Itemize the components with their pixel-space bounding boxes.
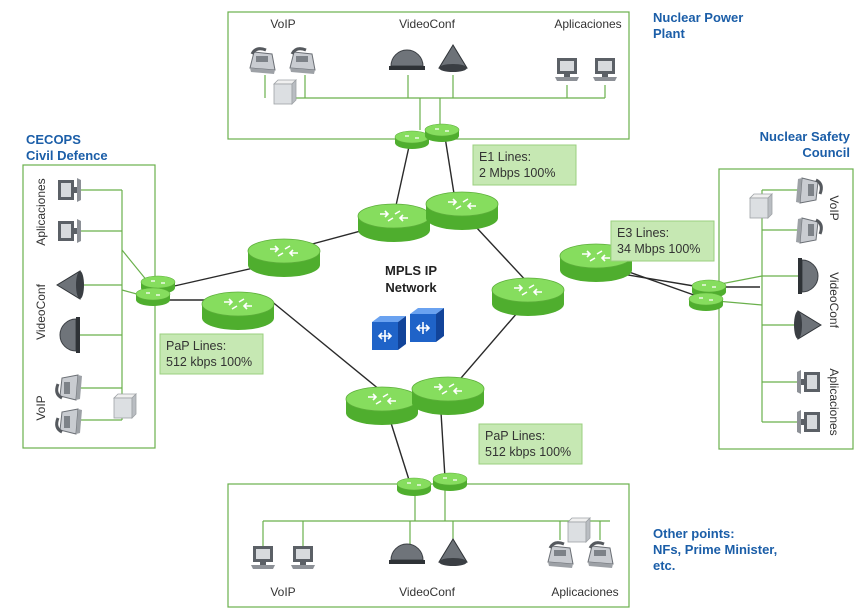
router-edge-bottom-2 xyxy=(432,472,468,492)
core-switch-1-icon xyxy=(371,315,407,351)
site-box-top xyxy=(227,11,630,140)
link-note-top-line2: 2 Mbps 100% xyxy=(479,166,555,180)
router-core-3 xyxy=(247,238,321,278)
router-core-4 xyxy=(201,291,275,331)
server-icon xyxy=(567,517,591,543)
computer-icon xyxy=(797,410,820,434)
service-label-voip: VoIP xyxy=(270,17,295,31)
link-note-right-line1: E3 Lines: xyxy=(617,226,669,240)
site-bottom-label-line2: NFs, Prime Minister, xyxy=(653,542,777,557)
site-box-right xyxy=(718,168,854,450)
site-bottom-label-line3: etc. xyxy=(653,558,675,573)
router-core-8 xyxy=(411,376,485,416)
computer-icon xyxy=(58,219,81,243)
site-box-bottom xyxy=(227,483,630,608)
service-label-voip: VoIP xyxy=(34,395,48,420)
site-top-label-line2: Plant xyxy=(653,26,685,41)
link-note-left xyxy=(159,333,264,375)
link-note-bottom-line2: 512 kbps 100% xyxy=(485,445,571,459)
site-left-label-line2: Civil Defence xyxy=(26,148,108,163)
core-network-label-line2: Network xyxy=(385,280,437,295)
router-core-1 xyxy=(357,203,431,243)
server-icon xyxy=(749,193,773,219)
router-core-2 xyxy=(425,191,499,231)
link-note-top xyxy=(472,144,577,186)
link-note-left-line1: PaP Lines: xyxy=(166,339,226,353)
computer-icon xyxy=(291,546,315,569)
site-right-label-line1: Nuclear Safety xyxy=(760,129,851,144)
service-label-videoconf: VideoConf xyxy=(34,283,48,339)
computer-icon xyxy=(251,546,275,569)
computer-icon xyxy=(593,58,617,81)
router-core-7 xyxy=(345,386,419,426)
service-label-voip: VoIP xyxy=(827,195,841,220)
link-note-left-line2: 512 kbps 100% xyxy=(166,355,252,369)
router-edge-top-2 xyxy=(424,123,460,143)
site-bottom-label-line1: Other points: xyxy=(653,526,735,541)
link-note-top-line1: E1 Lines: xyxy=(479,150,531,164)
service-label-apps: Aplicaciones xyxy=(34,178,48,245)
server-icon xyxy=(113,393,137,419)
computer-icon xyxy=(555,58,579,81)
router-edge-left-2 xyxy=(135,287,171,307)
link-note-bottom-line1: PaP Lines: xyxy=(485,429,545,443)
router-edge-top-1 xyxy=(394,130,430,150)
link-note-right-line2: 34 Mbps 100% xyxy=(617,242,700,256)
service-label-videoconf: VideoConf xyxy=(399,17,455,31)
service-label-videoconf: VideoConf xyxy=(827,272,841,328)
router-edge-bottom-1 xyxy=(396,477,432,497)
computer-icon xyxy=(797,370,820,394)
service-label-apps: Aplicaciones xyxy=(554,17,621,31)
site-right-label-line2: Council xyxy=(802,145,850,160)
router-edge-right-2 xyxy=(688,292,724,312)
router-core-5 xyxy=(491,277,565,317)
server-icon xyxy=(273,79,297,105)
computer-icon xyxy=(58,178,81,202)
link-note-right xyxy=(610,220,715,262)
site-top-label-line1: Nuclear Power xyxy=(653,10,743,25)
core-switch-2-icon xyxy=(409,307,445,343)
service-label-voip: VoIP xyxy=(270,585,295,599)
service-label-videoconf: VideoConf xyxy=(399,585,455,599)
service-label-apps: Aplicaciones xyxy=(827,368,841,435)
service-label-apps: Aplicaciones xyxy=(551,585,618,599)
site-left-label-line1: CECOPS xyxy=(26,132,81,147)
core-network-label-line1: MPLS IP xyxy=(385,263,437,278)
link-note-bottom xyxy=(478,423,583,465)
site-wiring xyxy=(80,75,800,550)
